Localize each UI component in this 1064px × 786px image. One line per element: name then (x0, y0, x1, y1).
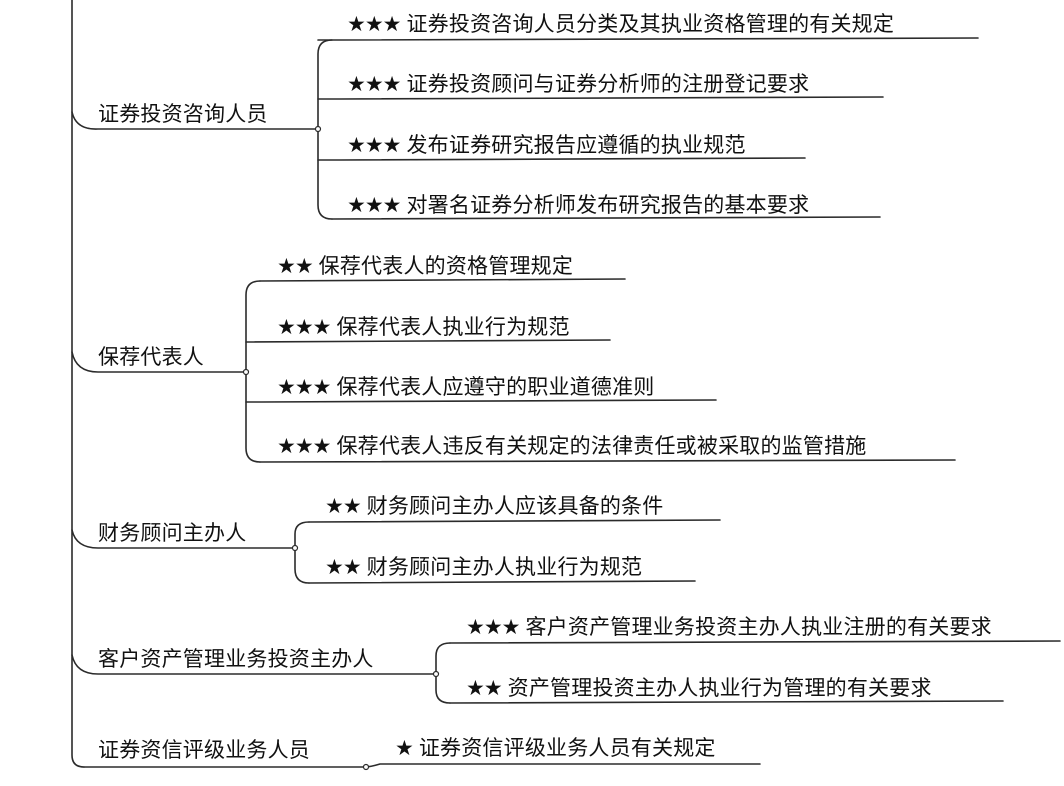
star-rating: ★★★ (347, 72, 401, 96)
leaf-underline (245, 339, 611, 343)
star-rating: ★★★ (347, 12, 401, 36)
leaf-text: 保荐代表人违反有关规定的法律责任或被采取的监管措施 (336, 434, 867, 458)
leaf-item[interactable]: ★★★证券投资咨询人员分类及其执业资格管理的有关规定 (347, 12, 894, 36)
star-rating: ★★ (325, 555, 362, 579)
branch-title[interactable]: 证券投资咨询人员 (98, 102, 268, 126)
leaf-underline (259, 459, 956, 463)
branch-underline (71, 654, 437, 675)
leaf-underline (317, 37, 979, 41)
star-rating: ★★ (277, 254, 314, 278)
leaf-text: 财务顾问主办人执业行为规范 (366, 555, 643, 579)
leaf-underline (308, 580, 696, 584)
branch-title[interactable]: 保荐代表人 (98, 345, 204, 369)
leaf-underline (317, 96, 884, 100)
star-rating: ★★★ (347, 193, 401, 217)
branch-title[interactable]: 客户资产管理业务投资主办人 (98, 647, 374, 671)
leaf-underline (245, 399, 717, 403)
node-dot (291, 544, 299, 552)
leaf-underline (317, 157, 806, 161)
leaf-text: 保荐代表人应遵守的职业道德准则 (336, 375, 655, 399)
leaf-item[interactable]: ★★★客户资产管理业务投资主办人执业注册的有关要求 (466, 615, 992, 639)
bracket (245, 280, 261, 463)
star-rating: ★★ (325, 494, 362, 518)
leaf-underline (308, 519, 721, 523)
leaf-underline (449, 640, 1061, 644)
leaf-item[interactable]: ★★★保荐代表人执业行为规范 (277, 315, 570, 339)
leaf-item[interactable]: ★★★发布证券研究报告应遵循的执业规范 (347, 133, 746, 157)
branch-title[interactable]: 财务顾问主办人 (98, 521, 247, 545)
leaf-item[interactable]: ★★★证券投资顾问与证券分析师的注册登记要求 (347, 72, 809, 96)
branch-title[interactable]: 证券资信评级业务人员 (98, 738, 310, 762)
leaf-underline (364, 763, 761, 768)
star-rating: ★★ (466, 676, 503, 700)
trunk-line (71, 0, 85, 768)
star-rating: ★★★ (347, 133, 401, 157)
node-dot (314, 125, 322, 133)
leaf-text: 证券投资顾问与证券分析师的注册登记要求 (406, 72, 810, 96)
star-rating: ★★★ (277, 375, 331, 399)
star-rating: ★★★ (277, 315, 331, 339)
leaf-item[interactable]: ★★★对署名证券分析师发布研究报告的基本要求 (347, 193, 809, 217)
node-dot (432, 670, 440, 678)
leaf-text: 对署名证券分析师发布研究报告的基本要求 (406, 193, 810, 217)
leaf-text: 财务顾问主办人应该具备的条件 (366, 494, 664, 518)
node-dot (362, 763, 370, 771)
leaf-item[interactable]: ★证券资信评级业务人员有关规定 (395, 736, 716, 760)
star-rating: ★★★ (466, 615, 520, 639)
leaf-underline (331, 216, 881, 220)
leaf-underline (259, 278, 626, 282)
leaf-text: 证券资信评级业务人员有关规定 (418, 736, 716, 760)
leaf-item[interactable]: ★★★保荐代表人违反有关规定的法律责任或被采取的监管措施 (277, 434, 866, 458)
leaf-text: 保荐代表人执业行为规范 (336, 315, 570, 339)
star-rating: ★★★ (277, 434, 331, 458)
branch-underline (71, 529, 296, 549)
star-rating: ★ (395, 736, 414, 760)
node-dot (242, 368, 250, 376)
leaf-text: 资产管理投资主办人执业行为管理的有关要求 (507, 676, 932, 700)
leaf-text: 证券投资咨询人员分类及其执业资格管理的有关规定 (406, 12, 895, 36)
branch-underline (71, 351, 247, 373)
leaf-item[interactable]: ★★财务顾问主办人应该具备的条件 (325, 494, 663, 518)
leaf-item[interactable]: ★★财务顾问主办人执业行为规范 (325, 555, 642, 579)
bracket (435, 642, 451, 704)
bracket (294, 521, 310, 584)
leaf-underline (449, 700, 1004, 704)
branch-underline (71, 111, 319, 130)
leaf-text: 发布证券研究报告应遵循的执业规范 (406, 133, 746, 157)
leaf-text: 保荐代表人的资格管理规定 (318, 254, 574, 278)
leaf-item[interactable]: ★★保荐代表人的资格管理规定 (277, 254, 573, 278)
leaf-item[interactable]: ★★资产管理投资主办人执业行为管理的有关要求 (466, 676, 932, 700)
leaf-text: 客户资产管理业务投资主办人执业注册的有关要求 (525, 615, 992, 639)
leaf-item[interactable]: ★★★保荐代表人应遵守的职业道德准则 (277, 375, 654, 399)
